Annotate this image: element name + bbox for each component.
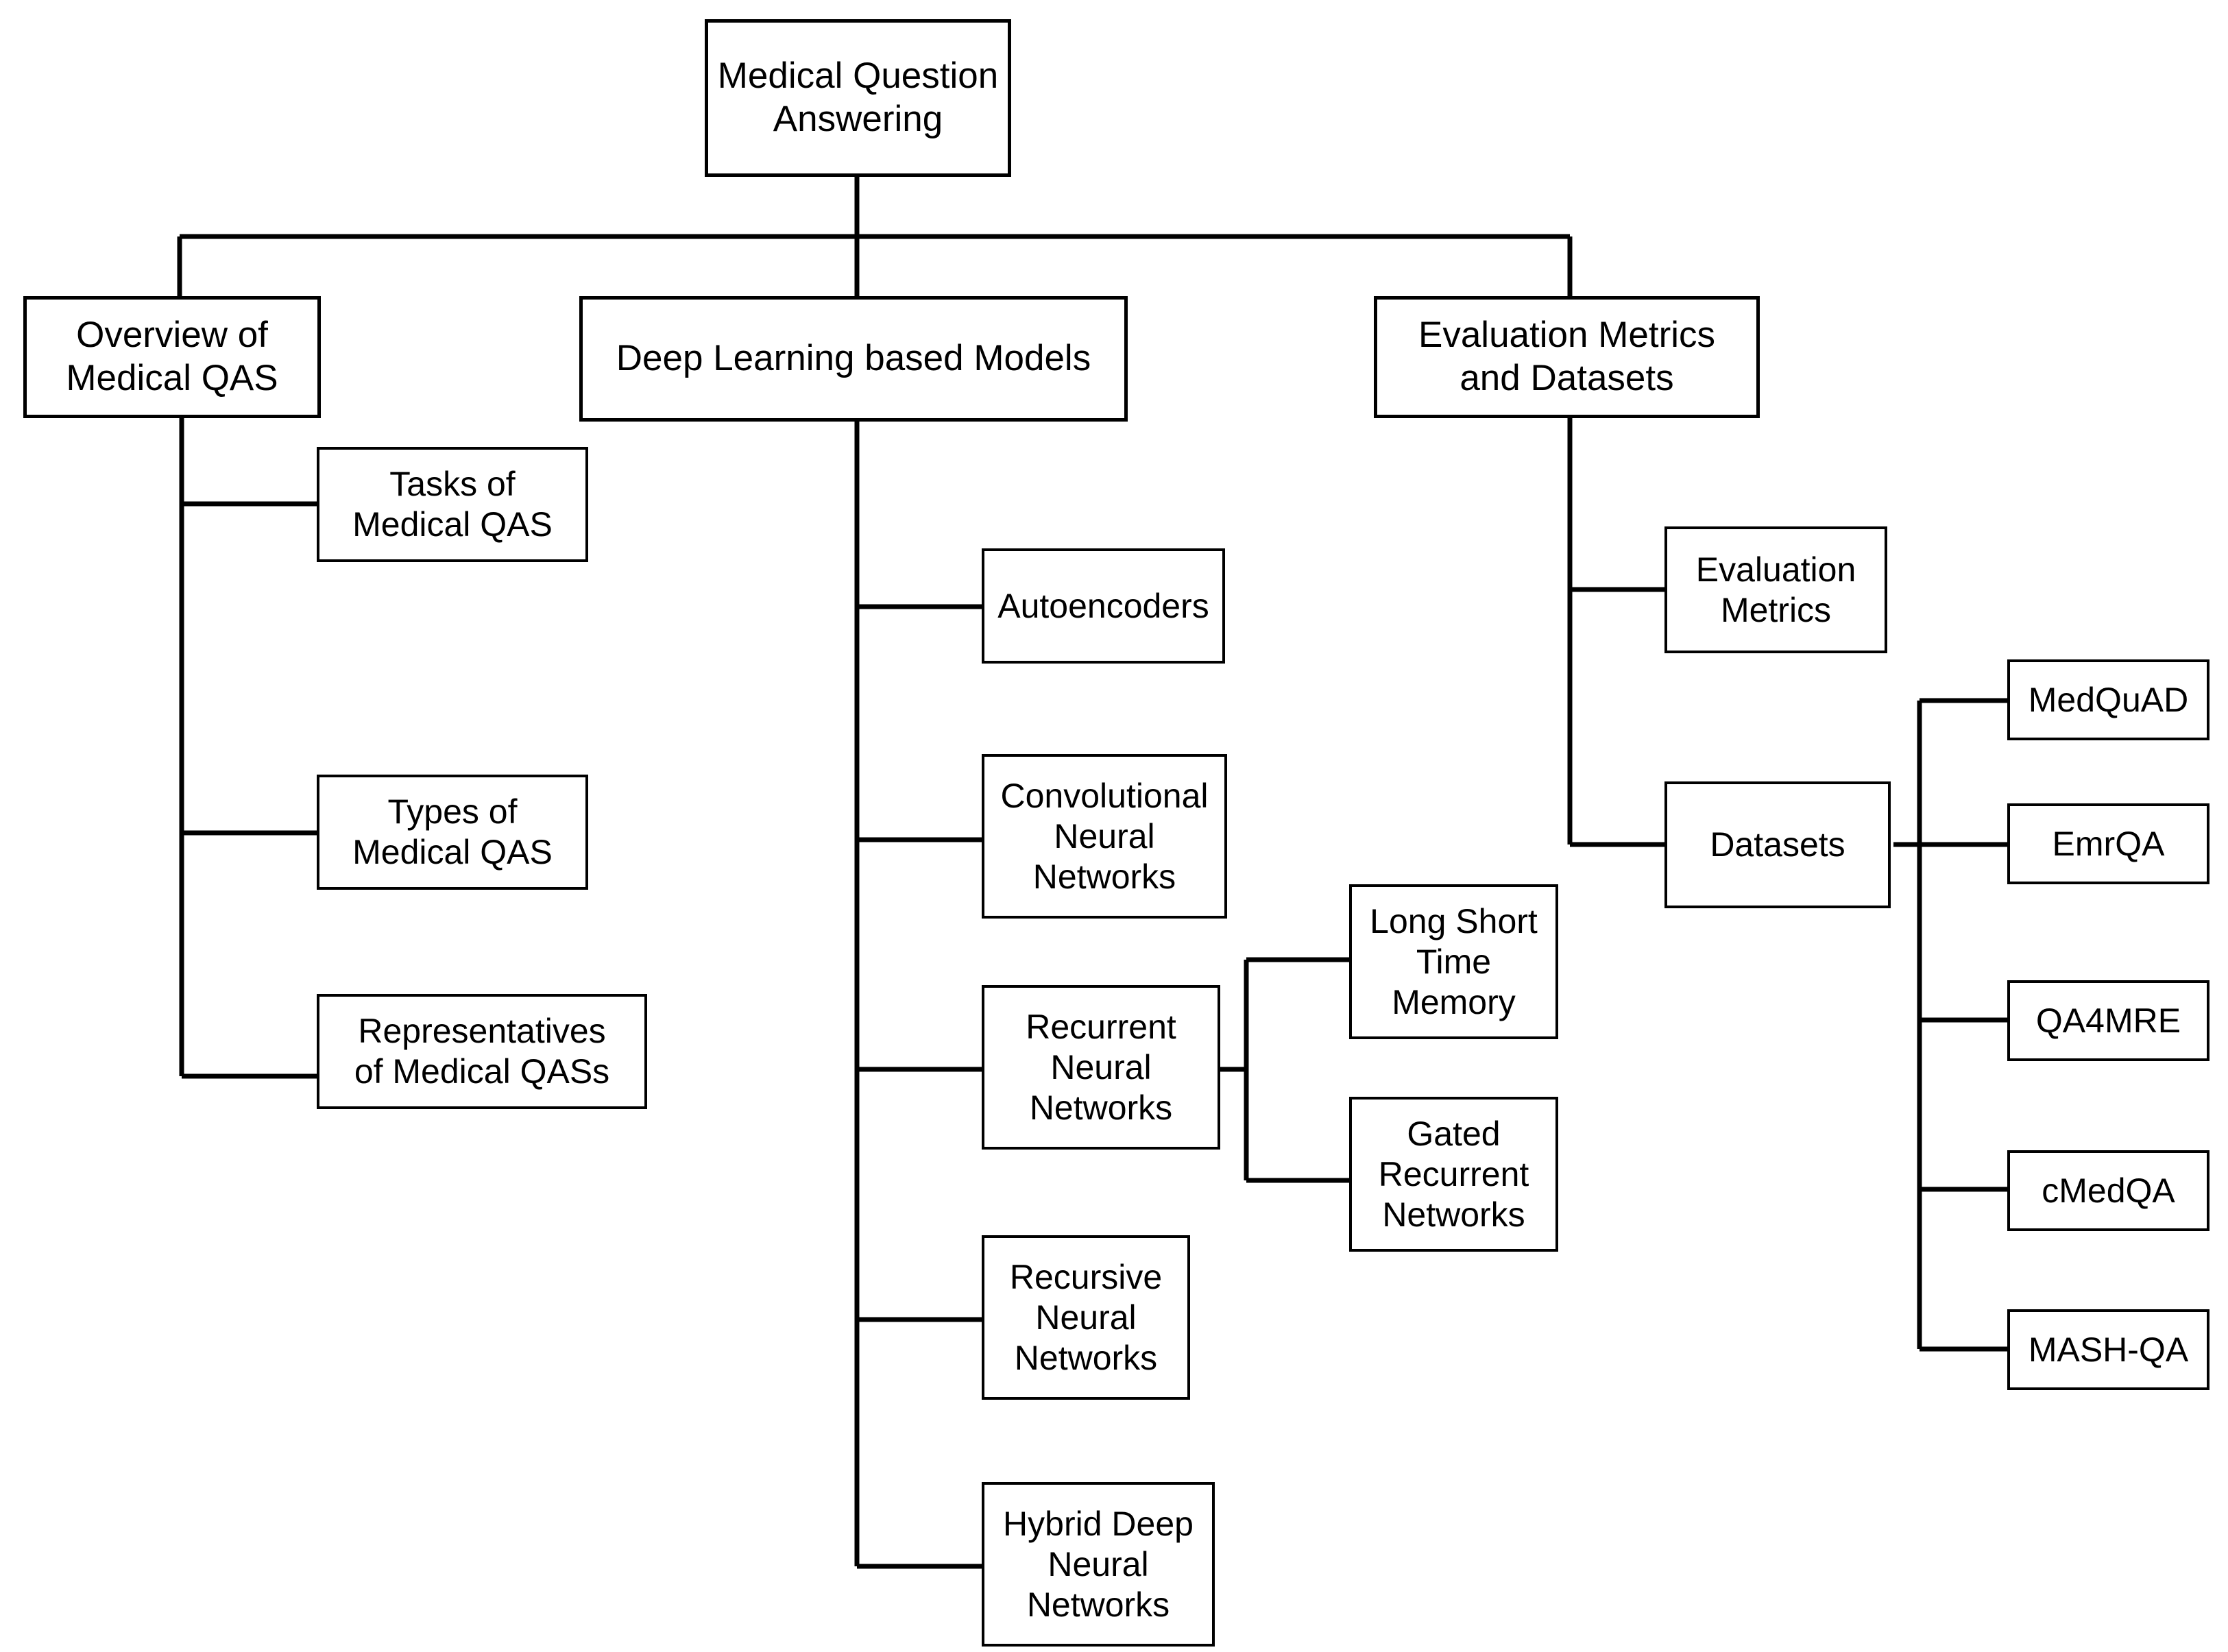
node-tasks-of-medical-qas[interactable]: Tasks of Medical QAS [317,447,588,562]
node-dataset-emrqa[interactable]: EmrQA [2007,803,2209,884]
node-dataset-mashqa[interactable]: MASH-QA [2007,1309,2209,1390]
node-convolutional-neural-networks[interactable]: Convolutional Neural Networks [982,754,1227,919]
node-gated-recurrent-networks[interactable]: Gated Recurrent Networks [1349,1097,1558,1252]
node-recurrent-neural-networks[interactable]: Recurrent Neural Networks [982,985,1220,1150]
node-recursive-neural-networks[interactable]: Recursive Neural Networks [982,1235,1190,1400]
node-datasets[interactable]: Datasets [1664,781,1891,908]
node-dataset-qa4mre[interactable]: QA4MRE [2007,980,2209,1061]
node-overview-of-medical-qas[interactable]: Overview of Medical QAS [23,296,321,418]
node-long-short-time-memory[interactable]: Long Short Time Memory [1349,884,1558,1039]
node-dataset-medquad[interactable]: MedQuAD [2007,659,2209,740]
node-evaluation-metrics-and-datasets[interactable]: Evaluation Metrics and Datasets [1374,296,1760,418]
node-deep-learning-based-models[interactable]: Deep Learning based Models [579,296,1128,422]
node-types-of-medical-qas[interactable]: Types of Medical QAS [317,775,588,890]
node-representatives-of-medical-qass[interactable]: Representatives of Medical QASs [317,994,647,1109]
node-evaluation-metrics[interactable]: Evaluation Metrics [1664,526,1887,653]
node-autoencoders[interactable]: Autoencoders [982,548,1225,664]
node-medical-question-answering[interactable]: Medical Question Answering [705,19,1011,177]
node-hybrid-deep-neural-networks[interactable]: Hybrid Deep Neural Networks [982,1482,1215,1647]
node-dataset-cmedqa[interactable]: cMedQA [2007,1150,2209,1231]
